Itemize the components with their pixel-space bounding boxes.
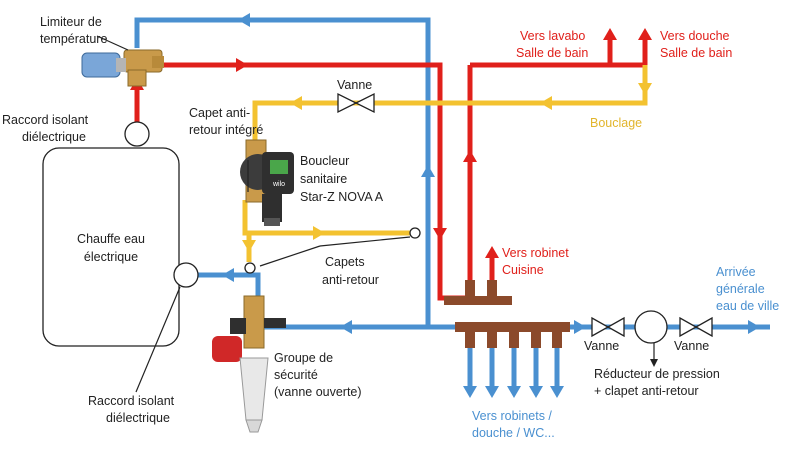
dielectric-fitting-side — [173, 262, 199, 288]
raccord-bottom-line2: diélectrique — [106, 411, 170, 425]
label-vers-robinet-cuisine: Vers robinet Cuisine — [502, 246, 569, 277]
limiteur-line1: Limiteur de — [40, 15, 102, 29]
reducteur-line2: + clapet anti-retour — [594, 384, 699, 398]
temperature-limiter-icon — [81, 49, 164, 87]
label-capet-integre: Capet anti- retour intégré — [189, 106, 263, 137]
label-limiteur: Limiteur de température — [40, 15, 107, 46]
vers-douche-line1: Vers douche — [660, 29, 730, 43]
label-vanne-bouclage: Vanne — [337, 78, 372, 92]
pressure-reducer-icon — [634, 310, 668, 344]
vers-douche-line2: Salle de bain — [660, 46, 732, 60]
raccord-top-line1: Raccord isolant — [2, 113, 89, 127]
check-valve-loop — [409, 227, 421, 239]
check-valve-cold — [244, 262, 256, 274]
raccord-top-line2: diélectrique — [22, 130, 86, 144]
valve-bouclage-icon — [337, 92, 375, 114]
vers-robinet-line1: Vers robinet — [502, 246, 569, 260]
label-raccord-top: Raccord isolant diélectrique — [2, 113, 89, 144]
vers-lavabo-line1: Vers lavabo — [520, 29, 585, 43]
vers-robinets-line1: Vers robinets / — [472, 409, 552, 423]
boucleur-line1: Boucleur — [300, 154, 349, 168]
vers-robinet-line2: Cuisine — [502, 263, 544, 277]
vers-lavabo-line2: Salle de bain — [516, 46, 588, 60]
label-vers-lavabo: Vers lavabo Salle de bain — [516, 29, 588, 60]
valve-right-icon — [679, 316, 713, 338]
label-vanne-right: Vanne — [674, 339, 709, 353]
groupe-line1: Groupe de — [274, 351, 333, 365]
groupe-line2: sécurité — [274, 368, 318, 382]
cold-flow-arrows — [222, 13, 760, 398]
raccord-bottom-line1: Raccord isolant — [88, 394, 175, 408]
hot-flow-arrows — [130, 28, 652, 258]
water-heater-label-line2: électrique — [84, 250, 138, 264]
boucleur-line2: sanitaire — [300, 172, 347, 186]
reducteur-line1: Réducteur de pression — [594, 367, 720, 381]
safety-group-icon — [212, 295, 286, 433]
loop-return-pipe — [252, 65, 648, 142]
label-reducteur: Réducteur de pression + clapet anti-reto… — [594, 367, 720, 398]
limiteur-line2: température — [40, 32, 107, 46]
label-bouclage: Bouclage — [590, 116, 642, 130]
label-groupe-securite: Groupe de sécurité (vanne ouverte) — [274, 351, 362, 399]
dielectric-fitting-top — [124, 121, 150, 147]
loop-bypass-pipe — [242, 200, 413, 236]
label-arrivee: Arrivée générale eau de ville — [716, 265, 779, 313]
capets-line1: Capets — [325, 255, 365, 269]
arrivee-line3: eau de ville — [716, 299, 779, 313]
label-capets-anti-retour: Capets anti-retour — [322, 255, 379, 287]
leader-lines — [96, 35, 658, 393]
cold-manifold — [455, 322, 570, 348]
vers-robinets-line2: douche / WC... — [472, 426, 555, 440]
label-raccord-bottom: Raccord isolant diélectrique — [88, 394, 175, 425]
valve-left-icon — [591, 316, 625, 338]
label-vers-douche: Vers douche Salle de bain — [660, 29, 732, 60]
capet-integre-line2: retour intégré — [189, 123, 263, 137]
loop-flow-arrows — [242, 83, 652, 252]
label-vers-robinets: Vers robinets / douche / WC... — [472, 409, 555, 440]
capet-integre-line1: Capet anti- — [189, 106, 250, 120]
hot-manifold — [444, 280, 512, 305]
capets-line2: anti-retour — [322, 273, 379, 287]
hot-water-pipes — [134, 40, 648, 301]
water-heater-label-line1: Chauffe eau — [77, 232, 145, 246]
label-vanne-left: Vanne — [584, 339, 619, 353]
boucleur-line3: Star-Z NOVA A — [300, 190, 384, 204]
groupe-line3: (vanne ouverte) — [274, 385, 362, 399]
circulator-pump-icon: wilo — [240, 139, 294, 226]
arrivee-line2: générale — [716, 282, 765, 296]
pump-brand-label: wilo — [272, 181, 285, 188]
arrivee-line1: Arrivée — [716, 265, 756, 279]
water-heater: Chauffe eau électrique — [42, 147, 180, 347]
label-boucleur: Boucleur sanitaire Star-Z NOVA A — [300, 154, 384, 204]
